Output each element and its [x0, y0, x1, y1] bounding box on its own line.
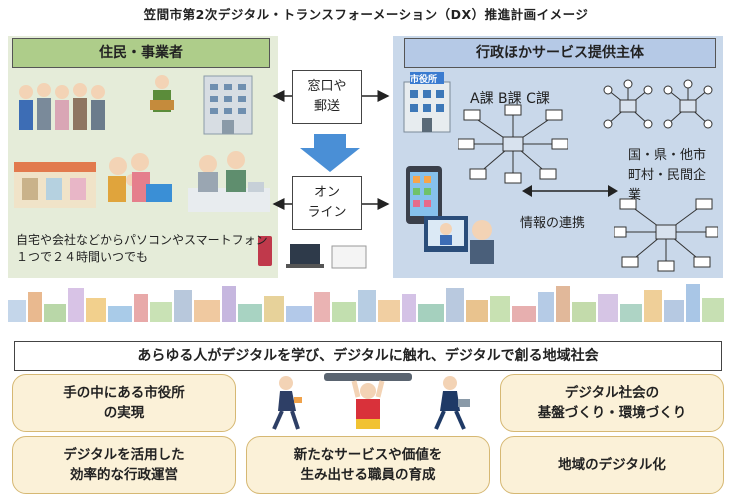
caption-line-2: １つで２４時間いつでも: [16, 250, 149, 264]
online-label-1: オン: [313, 185, 340, 200]
diagram-title: 笠間市第2次デジタル・トランスフォーメーション（DX）推進計画イメージ: [143, 7, 589, 22]
goal-regional-digitalization: 地域のデジタル化: [500, 436, 724, 494]
counter-label-1: 窓口や: [307, 79, 347, 94]
vision-banner: あらゆる人がデジタルを学び、デジタルに触れ、デジタルで創る地域社会: [14, 341, 722, 371]
goal-4-line-1: 新たなサービスや価値を: [293, 447, 443, 463]
residents-illustration: [14, 75, 272, 262]
elderly-desk-icon: [188, 151, 270, 212]
goal-2-line-2: 基盤づくり・環境づくり: [537, 405, 687, 421]
residents-caption: 自宅や会社などからパソコンやスマートフォン １つで２４時間いつでも: [16, 232, 276, 266]
online-label-2: ライン: [307, 205, 347, 220]
goal-1-line-1: 手の中にある市役所: [63, 385, 185, 401]
supporting-figures-illustration: [272, 373, 470, 430]
counter-mail-box: 窓口や 郵送: [292, 70, 362, 124]
business-worker-icon: [150, 75, 174, 112]
goal-3-line-2: 効率的な行政運営: [69, 467, 178, 483]
skyline-buildings: [8, 284, 724, 322]
online-box: オン ライン: [292, 176, 362, 230]
goal-city-hall-in-hand: 手の中にある市役所の実現: [12, 374, 236, 432]
goal-efficient-administration: デジタルを活用した効率的な行政運営: [12, 436, 236, 494]
shopping-street-icon: [14, 162, 96, 208]
city-hall-sign: 市役所: [410, 75, 438, 85]
family-computer-icon: [108, 153, 172, 202]
running-woman-icon: [272, 376, 302, 430]
goal-1-line-2: の実現: [103, 405, 145, 421]
partners-label: 国・県・他市 町村・民間企 業: [628, 146, 724, 206]
collaboration-arrow: [522, 185, 618, 197]
goal-staff-development: 新たなサービスや価値を生み出せる職員の育成: [246, 436, 490, 494]
staff-smartphone-icon: [406, 166, 494, 264]
city-network-icon: [458, 104, 568, 184]
goal-2-line-1: デジタル社会の: [564, 385, 660, 401]
device-set-icon: [258, 238, 367, 269]
channel-arrows: [272, 90, 390, 210]
residents-header: 住民・事業者: [12, 38, 270, 68]
office-building-icon: [203, 75, 253, 135]
caption-line-1: 自宅や会社などからパソコンやスマートフォン: [16, 233, 268, 247]
partners-line-2: 町村・民間企: [628, 168, 707, 183]
providers-header: 行政ほかサービス提供主体: [404, 38, 716, 68]
businessman-icon: [434, 376, 470, 430]
transition-arrow: [300, 134, 360, 172]
partners-line-1: 国・県・他市: [628, 148, 707, 163]
goal-digital-foundation: デジタル社会の基盤づくり・環境づくり: [500, 374, 724, 432]
collaboration-label: 情報の連携: [520, 216, 586, 231]
town-skyline: [8, 284, 724, 322]
partner-network-lower-icon: [614, 198, 718, 272]
partner-networks-icon: [603, 79, 713, 129]
goal-3-line-1: デジタルを活用した: [63, 447, 185, 463]
departments-label: A課 B課 C課: [470, 91, 550, 107]
counter-label-2: 郵送: [313, 99, 340, 114]
residents-group-icon: [19, 83, 105, 130]
goal-5-text: 地域のデジタル化: [558, 457, 666, 473]
strongman-icon: [324, 373, 412, 429]
goal-4-line-2: 生み出せる職員の育成: [300, 467, 436, 483]
city-hall-icon: [403, 72, 451, 133]
